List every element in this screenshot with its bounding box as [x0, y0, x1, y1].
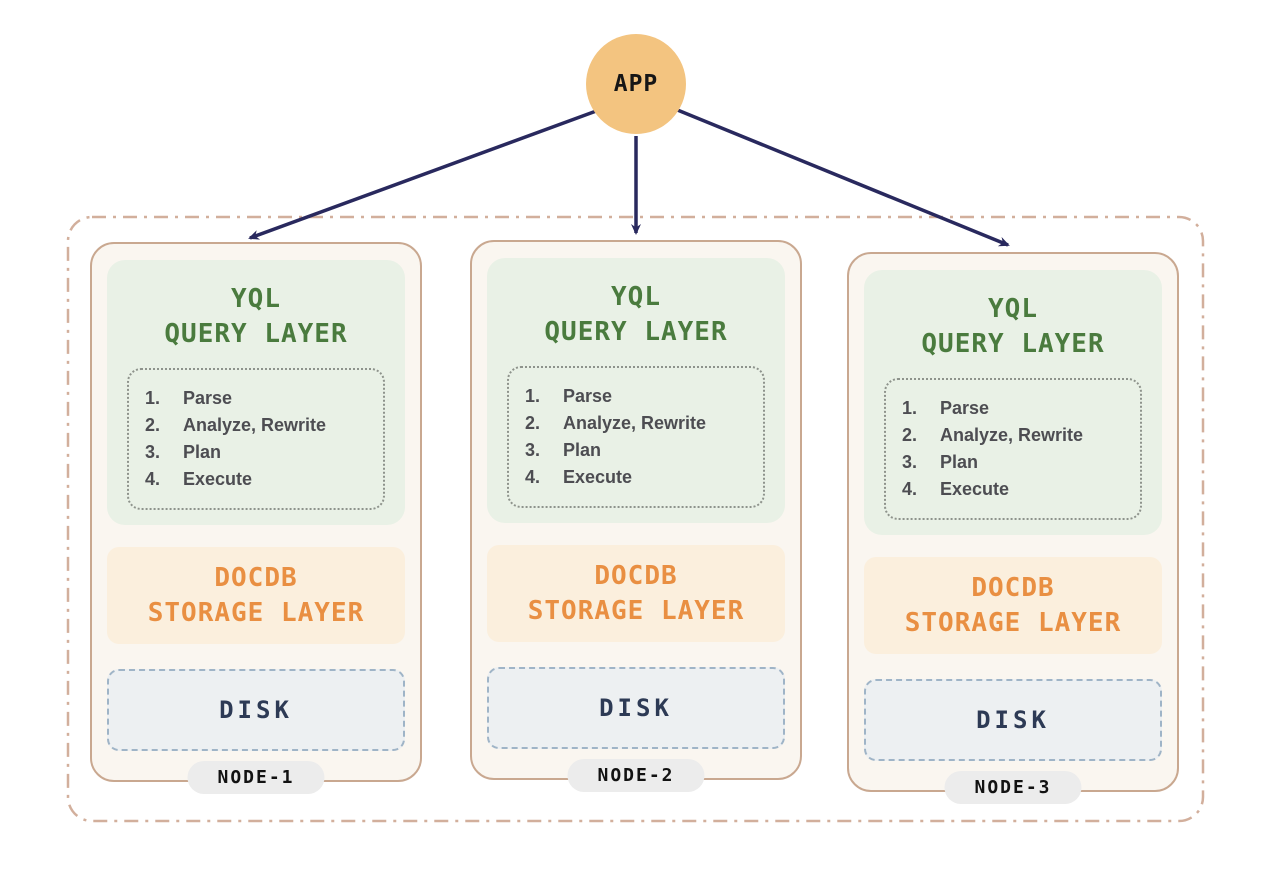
disk-label: DISK [219, 696, 293, 724]
storage-layer-title-line2: STORAGE LAYER [147, 597, 365, 628]
step-number: 4. [902, 479, 918, 499]
step-item: 3. Plan [525, 437, 757, 464]
step-label: Parse [183, 388, 233, 408]
step-label: Plan [563, 440, 602, 460]
step-label: Execute [940, 479, 1010, 499]
step-label: Analyze, Rewrite [183, 415, 327, 435]
step-item: 4. Execute [902, 476, 1134, 503]
step-number: 3. [525, 440, 541, 460]
node-1-query-layer: YQL QUERY LAYER 1. Parse 2. Analyze, Rew… [107, 260, 405, 525]
arrow-app-to-node-1 [248, 108, 600, 240]
query-layer-title: YQL QUERY LAYER [499, 280, 773, 350]
query-layer-title-line1: YQL [611, 282, 661, 312]
query-layer-title: YQL QUERY LAYER [876, 292, 1150, 362]
step-number: 4. [525, 467, 541, 487]
query-layer-title-line2: QUERY LAYER [164, 319, 348, 349]
node-3-card: YQL QUERY LAYER 1. Parse 2. Analyze, Rew… [847, 252, 1179, 804]
node-label: NODE-3 [974, 777, 1052, 798]
disk-label: DISK [976, 706, 1050, 734]
query-layer-title-line1: YQL [988, 294, 1038, 324]
step-number: 1. [902, 398, 918, 418]
node-2-disk: DISK [487, 667, 785, 749]
step-item: 3. Plan [145, 439, 377, 466]
node-1-disk: DISK [107, 669, 405, 751]
step-number: 3. [902, 452, 918, 472]
step-label: Plan [940, 452, 979, 472]
node-label: NODE-2 [597, 765, 675, 786]
step-label: Analyze, Rewrite [563, 413, 707, 433]
storage-layer-title-line2: STORAGE LAYER [904, 607, 1122, 638]
node-2-label-pill: NODE-2 [567, 759, 705, 792]
storage-layer-title-line1: DOCDB [214, 562, 298, 593]
query-layer-title-line2: QUERY LAYER [544, 317, 728, 347]
node-2-storage-layer: DOCDB STORAGE LAYER [487, 545, 785, 642]
node-3-label-pill: NODE-3 [944, 771, 1082, 804]
query-layer-title-line1: YQL [231, 284, 281, 314]
step-number: 4. [145, 469, 161, 489]
step-item: 1. Parse [525, 383, 757, 410]
storage-layer-title: DOCDB STORAGE LAYER [528, 559, 745, 629]
node-3-query-layer: YQL QUERY LAYER 1. Parse 2. Analyze, Rew… [864, 270, 1162, 535]
step-number: 2. [525, 413, 541, 433]
storage-layer-title-line2: STORAGE LAYER [527, 595, 745, 626]
step-label: Execute [183, 469, 253, 489]
step-item: 1. Parse [145, 385, 377, 412]
node-2-steps-box: 1. Parse 2. Analyze, Rewrite 3. Plan 4. … [507, 366, 765, 508]
step-number: 1. [145, 388, 161, 408]
app-circle: APP [586, 34, 686, 134]
storage-layer-title: DOCDB STORAGE LAYER [905, 571, 1122, 641]
step-item: 3. Plan [902, 449, 1134, 476]
step-number: 1. [525, 386, 541, 406]
step-item: 2. Analyze, Rewrite [902, 422, 1134, 449]
step-label: Execute [563, 467, 633, 487]
node-1-storage-layer: DOCDB STORAGE LAYER [107, 547, 405, 644]
node-3-steps-box: 1. Parse 2. Analyze, Rewrite 3. Plan 4. … [884, 378, 1142, 520]
node-2-query-layer: YQL QUERY LAYER 1. Parse 2. Analyze, Rew… [487, 258, 785, 523]
arrow-app-to-node-3 [674, 107, 1010, 247]
node-1-label-pill: NODE-1 [187, 761, 325, 794]
app-label: APP [613, 71, 659, 97]
step-label: Parse [563, 386, 613, 406]
step-number: 2. [145, 415, 161, 435]
step-item: 4. Execute [145, 466, 377, 493]
storage-layer-title-line1: DOCDB [594, 560, 678, 591]
step-item: 2. Analyze, Rewrite [145, 412, 377, 439]
step-item: 1. Parse [902, 395, 1134, 422]
storage-layer-title-line1: DOCDB [971, 572, 1055, 603]
step-label: Analyze, Rewrite [940, 425, 1084, 445]
node-2-card: YQL QUERY LAYER 1. Parse 2. Analyze, Rew… [470, 240, 802, 792]
step-number: 3. [145, 442, 161, 462]
step-item: 4. Execute [525, 464, 757, 491]
step-item: 2. Analyze, Rewrite [525, 410, 757, 437]
step-label: Parse [940, 398, 990, 418]
query-layer-title-line2: QUERY LAYER [921, 329, 1105, 359]
node-3-storage-layer: DOCDB STORAGE LAYER [864, 557, 1162, 654]
node-label: NODE-1 [217, 767, 295, 788]
storage-layer-title: DOCDB STORAGE LAYER [148, 561, 365, 631]
step-number: 2. [902, 425, 918, 445]
disk-label: DISK [599, 694, 673, 722]
node-3-disk: DISK [864, 679, 1162, 761]
query-layer-title: YQL QUERY LAYER [119, 282, 393, 352]
node-1-steps-box: 1. Parse 2. Analyze, Rewrite 3. Plan 4. … [127, 368, 385, 510]
node-1-card: YQL QUERY LAYER 1. Parse 2. Analyze, Rew… [90, 242, 422, 794]
step-label: Plan [183, 442, 222, 462]
